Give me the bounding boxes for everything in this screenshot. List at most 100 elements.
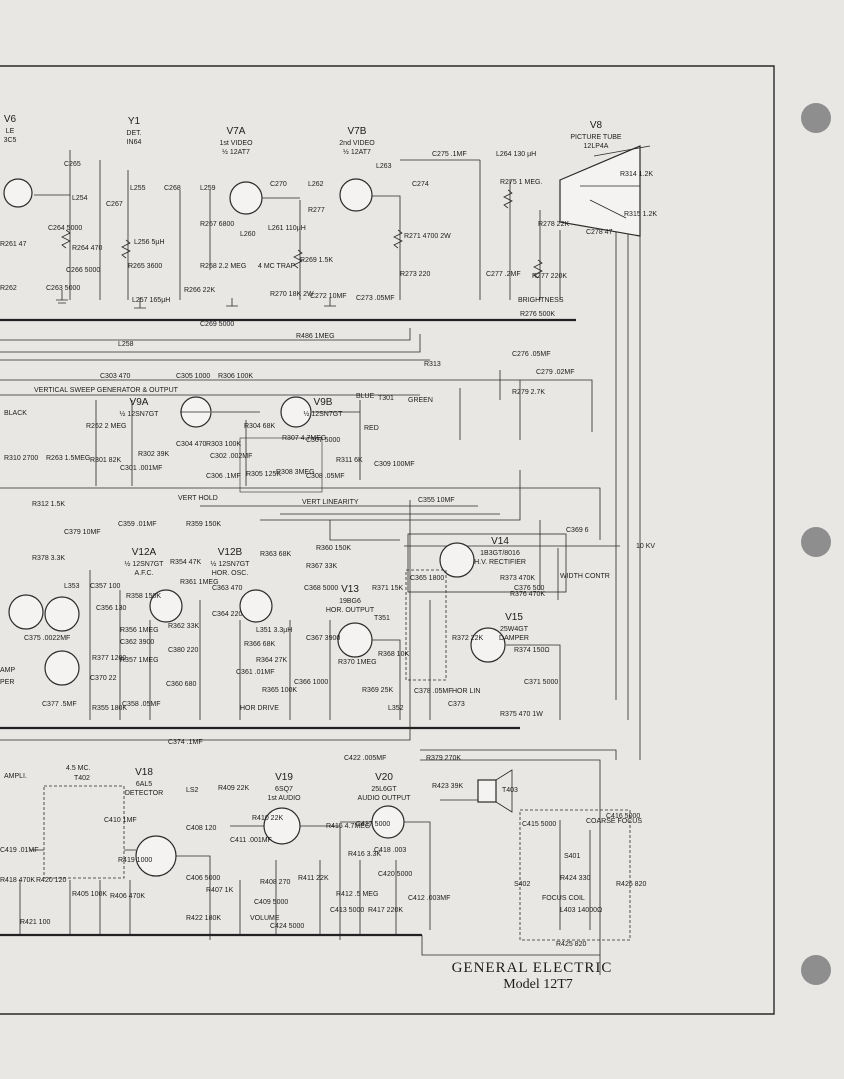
component-label: R305 125K — [246, 471, 281, 478]
component-label: R301 82K — [90, 457, 121, 464]
component-label: C362 3900 — [120, 639, 154, 646]
component-label: C412 .003MF — [408, 895, 450, 902]
component-label: R356 1MEG — [120, 627, 159, 634]
tube-label-v15: V15 — [505, 612, 523, 623]
component-label: R273 220 — [400, 271, 430, 278]
component-label: R270 18K 2W — [270, 291, 314, 298]
component-label: C415 5000 — [522, 821, 556, 828]
component-label: R307 4.7MEG — [282, 435, 326, 442]
component-label: C266 5000 — [66, 267, 100, 274]
component-label: C270 — [270, 181, 287, 188]
tube-label-v14: V14 — [491, 536, 509, 547]
component-label: R264 470 — [72, 245, 102, 252]
component-label: R417 220K — [368, 907, 403, 914]
tube-label-v8: V8 — [590, 120, 603, 131]
component-label: C410 1MF — [104, 817, 137, 824]
tube-v18 — [135, 835, 177, 877]
component-label: C424 5000 — [270, 923, 304, 930]
component-label: R425 820 — [556, 941, 586, 948]
component-label: L352 — [388, 705, 404, 712]
component-label: R308 3MEG — [276, 469, 315, 476]
tube-function-v12b: ½ 12SN7GT — [211, 560, 251, 568]
component-label: C279 .02MF — [536, 369, 575, 376]
tube-type-v15: DAMPER — [499, 635, 529, 642]
component-label: C374 .1MF — [168, 739, 203, 746]
component-label: R275 1 MEG. — [500, 179, 542, 186]
tube-label-v7a: V7A — [227, 126, 246, 137]
section-ampli: AMPLI. — [4, 773, 27, 780]
section-kv: 10 KV — [636, 543, 655, 550]
binder-hole — [801, 527, 831, 557]
tube-v12-left — [8, 594, 44, 630]
component-label: C380 220 — [168, 647, 198, 654]
tube-label-v18: V18 — [135, 767, 153, 778]
page-border — [0, 65, 775, 1015]
component-label: C418 .003 — [374, 847, 406, 854]
component-label: R365 100K — [262, 687, 297, 694]
tube-type-v13: HOR. OUTPUT — [326, 607, 375, 614]
component-label: R409 22K — [218, 785, 249, 792]
component-label: C263 5000 — [46, 285, 80, 292]
component-label: C269 5000 — [200, 321, 234, 328]
speaker-ls2 — [477, 779, 497, 803]
component-label: C278 47 — [586, 229, 613, 236]
component-label: R360 150K — [316, 545, 351, 552]
component-label: R304 68K — [244, 423, 275, 430]
component-label: C364 220 — [212, 611, 242, 618]
component-label: R421 100 — [20, 919, 50, 926]
component-label: R363 68K — [260, 551, 291, 558]
component-label: R379 270K — [426, 755, 461, 762]
component-label: R486 1MEG — [296, 333, 335, 340]
tube-label-v19: V19 — [275, 772, 293, 783]
component-label: C408 120 — [186, 825, 216, 832]
component-label: R302 39K — [138, 451, 169, 458]
component-label: RED — [364, 425, 379, 432]
tube-function-v19: 6SQ7 — [275, 786, 293, 793]
component-label: R378 3.3K — [32, 555, 65, 562]
component-label: L351 3.3µH — [256, 627, 292, 634]
tube-function-v9b: ½ 12SN7GT — [304, 410, 344, 418]
tube-function-v20: 25L6GT — [371, 786, 397, 793]
binder-hole — [801, 103, 831, 133]
component-label: C416 5000 — [606, 813, 640, 820]
component-label: R271 4700 2W — [404, 233, 451, 240]
component-label: R405 100K — [72, 891, 107, 898]
tube-type-v7a: ½ 12AT7 — [222, 148, 250, 156]
component-label: R354 47K — [170, 559, 201, 566]
component-label: C361 .01MF — [236, 669, 275, 676]
component-label: C417 5000 — [356, 821, 390, 828]
section-trap: 4 MC TRAP — [258, 263, 296, 270]
component-label: R369 25K — [362, 687, 393, 694]
component-label: C419 .01MF — [0, 847, 39, 854]
tube-type-v18: DETECTOR — [125, 790, 163, 797]
section-freq: 4.5 MC. — [66, 765, 91, 772]
component-label: C379 10MF — [64, 529, 101, 536]
component-label: R312 1.5K — [32, 501, 65, 508]
component-label: C359 .01MF — [118, 521, 157, 528]
component-label: T351 — [374, 615, 390, 622]
section-transformer: T402 — [74, 775, 90, 782]
component-label: T301 — [378, 395, 394, 402]
component-label: C276 .05MF — [512, 351, 551, 358]
brand-title: GENERAL ELECTRIC — [452, 960, 613, 976]
section-hor-drive: HOR DRIVE — [240, 705, 279, 712]
component-label: R377 1200 — [92, 655, 126, 662]
component-label: R315 1.2K — [624, 211, 657, 218]
tube-label-y1: Y1 — [128, 116, 141, 127]
tube-v13 — [337, 622, 373, 658]
tube-type-v20: AUDIO OUTPUT — [358, 795, 412, 802]
component-label: C301 .001MF — [120, 465, 162, 472]
tube-type-v7b: ½ 12AT7 — [343, 148, 371, 156]
component-label: C369 6 — [566, 527, 589, 534]
component-label: C356 130 — [96, 605, 126, 612]
component-label: T403 — [502, 787, 518, 794]
component-label: C420 5000 — [378, 871, 412, 878]
tube-function-v9a: ½ 12SN7GT — [120, 410, 160, 418]
tube-v9b — [280, 396, 312, 428]
component-label: C302 .002MF — [210, 453, 252, 460]
tube-v7a — [229, 181, 263, 215]
tube-function-v7a: 1st VIDEO — [219, 140, 253, 147]
tube-label-v7b: V7B — [348, 126, 367, 137]
component-label: C377 .5MF — [42, 701, 77, 708]
